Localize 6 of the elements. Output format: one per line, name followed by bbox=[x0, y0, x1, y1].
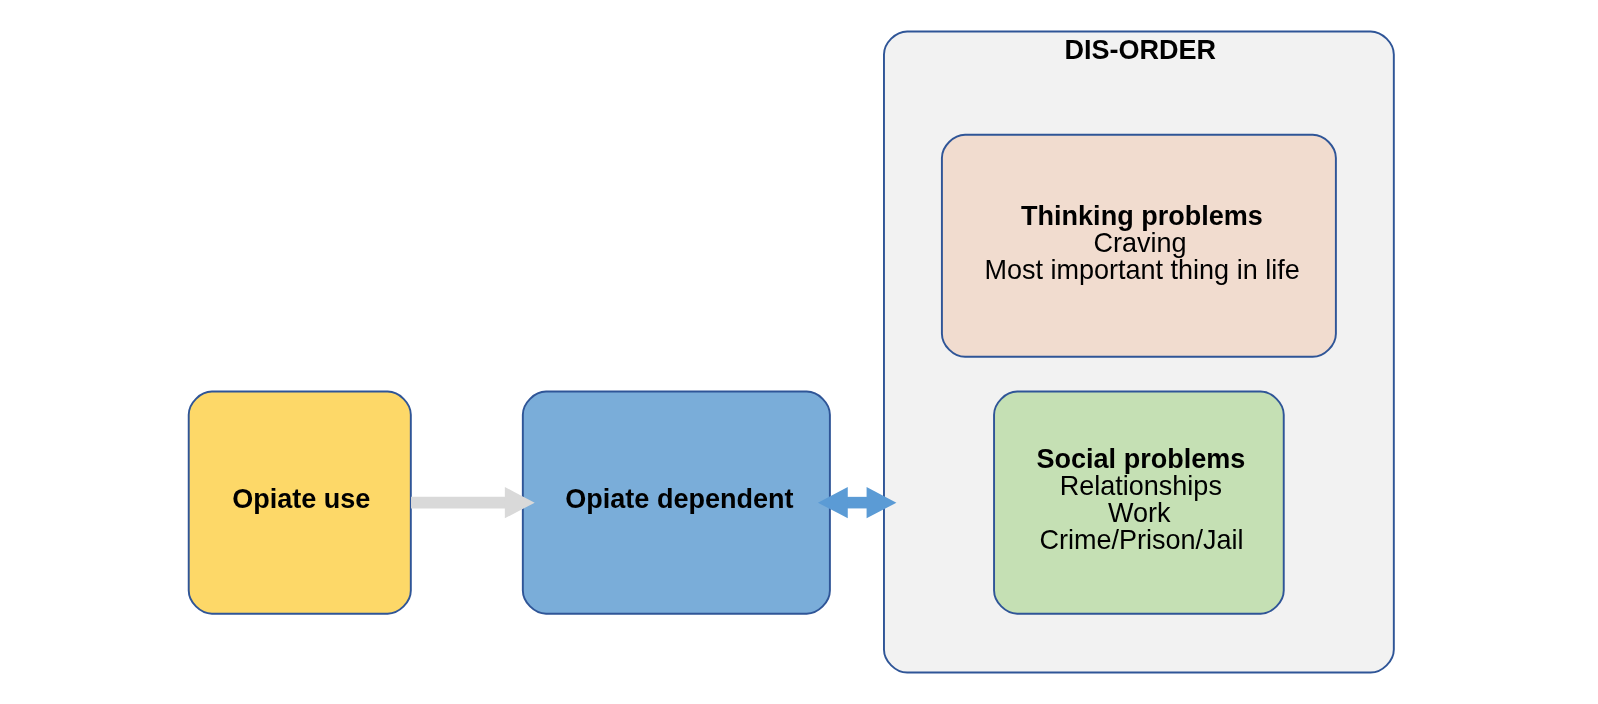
node-box: Thinking problems Craving Most important thing in life bbox=[940, 133, 1337, 358]
node-box: Social problems Relationships Work Crime/Prison/Jail bbox=[993, 390, 1285, 615]
node-box: Opiate use bbox=[187, 390, 412, 615]
arrow bbox=[411, 486, 535, 519]
node-box: Opiate dependent bbox=[521, 390, 831, 615]
arrow bbox=[817, 486, 897, 519]
